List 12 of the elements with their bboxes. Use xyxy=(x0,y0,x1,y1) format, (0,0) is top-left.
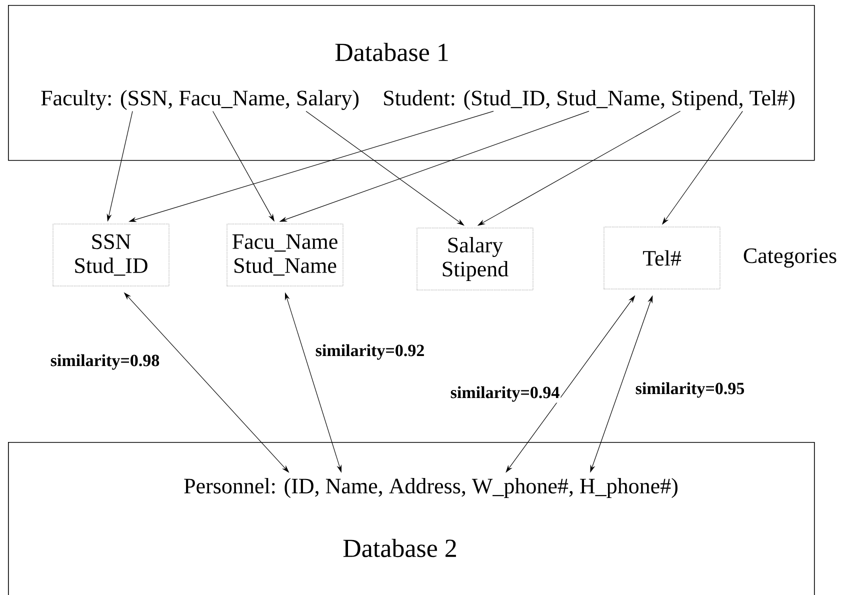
edge-label: similarity=0.94 xyxy=(449,385,561,403)
relation-schema: Student: (Stud_ID, Stud_Name, Stipend, Tel#) xyxy=(384,90,794,110)
edge-label: similarity=0.92 xyxy=(314,343,426,361)
relation-schema: Personnel: (ID, Name, Address, W_phone#, H_phone#) xyxy=(184,478,678,498)
relation-schema: Faculty: (SSN, Facu_Name, Salary) xyxy=(41,90,359,110)
category-box: Salary Stipend xyxy=(416,228,534,290)
category-box: Facu_Name Stud_Name xyxy=(226,224,344,286)
category-box: SSN Stud_ID xyxy=(52,224,170,286)
side-label: Categories xyxy=(744,248,836,268)
edge-label: similarity=0.98 xyxy=(49,353,161,371)
category-box: Tel# xyxy=(604,226,720,290)
edge-label: similarity=0.95 xyxy=(634,381,746,399)
